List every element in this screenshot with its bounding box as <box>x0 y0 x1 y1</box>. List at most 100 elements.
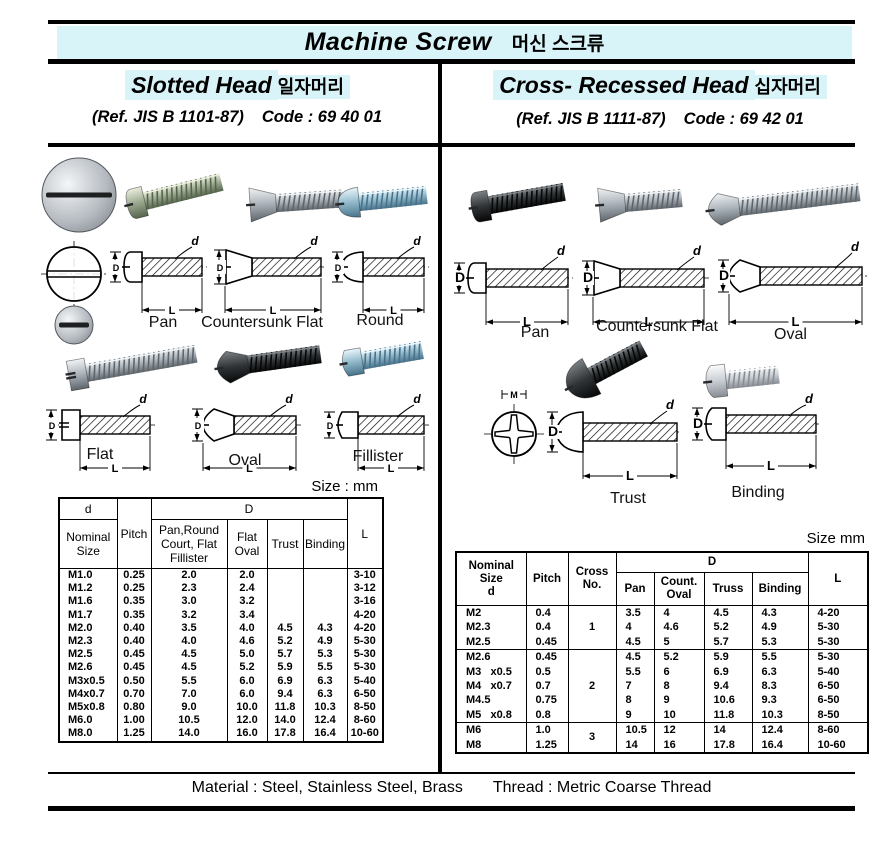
slotted-oval-photo <box>214 345 322 384</box>
left-size-note: Size : mm <box>311 478 378 495</box>
svg-text:L: L <box>645 314 653 329</box>
svg-text:D: D <box>548 423 558 439</box>
cross-csk-photo <box>595 187 683 223</box>
slotted-flat-diagram: dDL <box>45 392 155 475</box>
right-heading-ko: 십자머리 <box>754 75 827 99</box>
label-left-oval: Oval <box>228 452 262 469</box>
svg-text:D: D <box>335 263 342 273</box>
svg-text:D: D <box>583 269 593 285</box>
left-ref: (Ref. JIS B 1101-87) <box>91 108 244 126</box>
cross-trust-diagram: dDL <box>546 398 682 483</box>
footer-text: Material : Steel, Stainless Steel, Brass… <box>48 779 855 797</box>
svg-text:d: d <box>693 244 702 258</box>
label-right-trust: Trust <box>610 490 646 507</box>
lcol-trust: Trust <box>266 519 304 569</box>
slotted-fillister-photo <box>339 341 424 377</box>
svg-text:d: d <box>191 234 199 248</box>
svg-text:L: L <box>388 463 395 475</box>
lcol-binding: Binding <box>302 519 348 569</box>
right-table-wrap: Nominal Size d Pitch Cross No. D L Pan C… <box>455 551 869 755</box>
svg-text:d: d <box>666 398 675 412</box>
right-size-note: Size mm <box>806 530 865 547</box>
title-en: Machine Screw <box>304 28 492 56</box>
slotted-front-diagram <box>41 241 107 307</box>
rcol-truss: Truss <box>703 572 753 606</box>
lcol-flat-oval: Flat Oval <box>226 519 268 569</box>
rcol-count-oval: Count. Oval <box>653 572 705 606</box>
label-left-flat: Flat <box>86 446 114 463</box>
cross-csk-diagram: dD L <box>581 244 709 329</box>
svg-text:D: D <box>195 421 202 431</box>
rcol-nominal: Nominal Size d <box>455 551 527 606</box>
page-title: Machine Screw 머신 스크류 <box>57 26 852 59</box>
lcol-pitch: Pitch <box>116 497 152 569</box>
slotted-pan-photo <box>124 173 224 219</box>
svg-text:D: D <box>719 267 729 283</box>
svg-text:d: d <box>285 392 293 406</box>
material-text: Material : Steel, Stainless Steel, Brass <box>191 779 463 796</box>
cross-no-cell: 2 <box>567 649 617 723</box>
cross-pan-photo <box>468 183 566 223</box>
left-table-wrap: d Pitch D L Nominal Size Pan,Round Court… <box>58 497 384 743</box>
rcol-pan: Pan <box>615 572 655 606</box>
right-ref: (Ref. JIS B 1111-87) <box>516 110 666 128</box>
cross-oval-photo <box>705 183 861 226</box>
svg-text:d: d <box>413 392 421 406</box>
svg-text:d: d <box>557 244 566 258</box>
label-left-fillister: Fillister <box>352 448 404 465</box>
rcol-pitch: Pitch <box>525 551 569 606</box>
svg-text:L: L <box>112 463 119 475</box>
svg-text:L: L <box>792 314 800 329</box>
cross-pan-diagram: dD L <box>453 244 573 329</box>
lcol-pan: Pan,Round Court, Flat Fillister <box>150 519 228 569</box>
left-table: d Pitch D L Nominal Size Pan,Round Court… <box>58 497 384 743</box>
svg-text:M: M <box>510 390 518 400</box>
label-right-binding: Binding <box>731 484 785 501</box>
right-heading-en: Cross- Recessed Head <box>493 70 755 100</box>
slotted-csk-photo <box>246 187 344 223</box>
svg-text:L: L <box>523 314 531 329</box>
label-left-pan: Pan <box>148 314 178 331</box>
rcol-D: D <box>615 551 809 573</box>
header-rule <box>48 59 855 64</box>
section-rule <box>48 143 855 147</box>
slotted-front-photo <box>41 157 117 233</box>
center-divider <box>438 60 442 773</box>
left-heading-en: Slotted Head <box>125 70 278 100</box>
svg-text:D: D <box>49 421 56 431</box>
cross-binding-diagram: dDL <box>691 392 821 473</box>
right-table: Nominal Size d Pitch Cross No. D L Pan C… <box>455 551 869 755</box>
right-code: Code : 69 42 01 <box>683 110 804 128</box>
slotted-front-photo-small <box>54 305 94 345</box>
slotted-fillister-diagram: dDL <box>323 392 429 475</box>
svg-text:L: L <box>270 305 277 317</box>
label-left-round: Round <box>356 312 404 329</box>
label-right-pan: Pan <box>520 324 550 341</box>
cross-trust-photo <box>564 340 648 399</box>
cross-oval-diagram: dDL <box>717 240 867 329</box>
svg-text:D: D <box>455 269 465 285</box>
lcol-L: L <box>346 497 384 569</box>
svg-text:d: d <box>805 392 814 406</box>
cross-binding-photo <box>703 363 780 398</box>
svg-text:D: D <box>693 415 703 431</box>
thread-text: Thread : Metric Coarse Thread <box>492 779 712 796</box>
